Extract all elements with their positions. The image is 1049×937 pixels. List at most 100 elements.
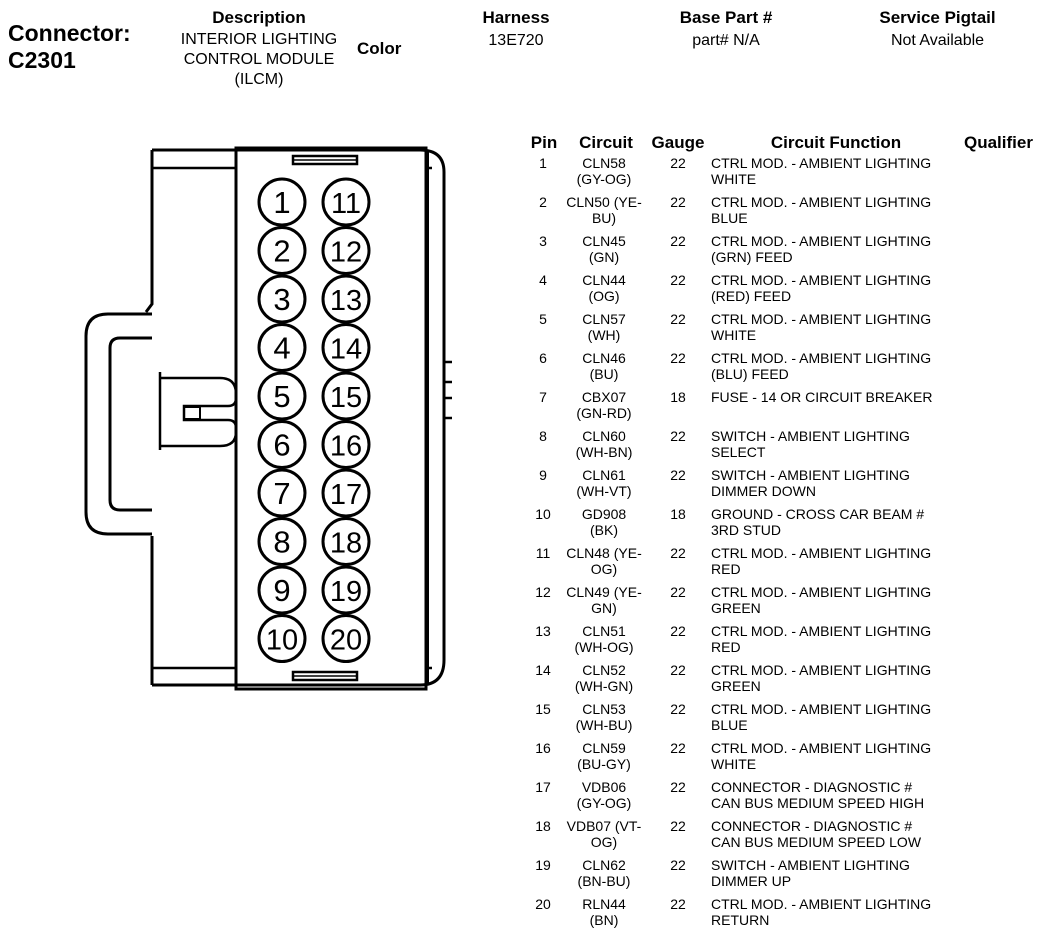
gauge-value: 22 [670,194,686,210]
function-cell: CONNECTOR - DIAGNOSTIC #CAN BUS MEDIUM S… [711,818,961,850]
function-line: CTRL MOD. - AMBIENT LIGHTING [711,584,932,600]
circuit-line: (WH-VT) [576,483,632,499]
latch-outer [84,312,152,536]
function-line: BLUE [711,210,748,226]
function-line: CTRL MOD. - AMBIENT LIGHTING [711,740,932,756]
circuit-line: BU) [591,210,617,226]
pin-cavity [257,371,307,421]
pin-cavity-label: 10 [266,625,298,657]
function-line: CTRL MOD. - AMBIENT LIGHTING [711,233,932,249]
pin-cavity [257,420,307,469]
circuit-cell: CLN51(WH-OG) [558,623,650,655]
pin-cell: 11 [528,545,558,561]
function-line: GREEN [711,600,761,616]
circuit-line: CLN60 [582,428,626,444]
pin-number: 10 [535,506,551,522]
gauge-cell: 22 [648,818,708,834]
pin-number: 7 [539,389,547,405]
gauge-value: 22 [670,584,686,600]
function-line: RED [711,561,741,577]
function-cell: GROUND - CROSS CAR BEAM #3RD STUD [711,506,961,538]
circuit-cell: CLN57(WH) [558,311,650,343]
circuit-line: (BN-BU) [577,873,631,889]
gauge-value: 22 [670,311,686,327]
latch-lever-shape [160,376,238,448]
pin-cavity-label: 5 [273,379,290,414]
pin-cavity-label: 6 [273,428,290,463]
pin-table: Pin Circuit Gauge Circuit Function Quali… [528,133,1044,935]
table-header: Pin Circuit Gauge Circuit Function Quali… [528,133,1044,155]
pin-number: 6 [539,350,547,366]
pin-cavity [321,371,371,421]
pin-cavity-label: 11 [331,188,361,220]
pin-cavity-label: 3 [273,282,290,317]
function-line: DIMMER UP [711,873,792,889]
pin-cavity [321,565,371,615]
function-cell: FUSE - 14 OR CIRCUIT BREAKER [711,389,961,405]
function-line: CTRL MOD. - AMBIENT LIGHTING [711,272,932,288]
pin-cell: 15 [528,701,558,717]
pin-cavity [257,226,307,275]
function-line: SWITCH - AMBIENT LIGHTING [711,428,910,444]
gauge-value: 22 [670,662,686,678]
gauge-value: 22 [670,350,686,366]
description-block: Description INTERIOR LIGHTING CONTROL MO… [152,8,366,90]
pin-cavity [321,226,371,275]
pin-cavity-label: 15 [330,382,362,414]
function-line: CTRL MOD. - AMBIENT LIGHTING [711,623,932,639]
circuit-line: GN) [591,600,617,616]
pin-cavity [257,274,307,324]
circuit-cell: CLN60(WH-BN) [558,428,650,460]
gauge-value: 22 [670,623,686,639]
function-line: CONNECTOR - DIAGNOSTIC # [711,818,913,834]
pin-cavity-label: 12 [330,237,362,269]
circuit-line: CBX07 [581,389,627,405]
pin-cavity-label: 13 [330,285,362,317]
gauge-cell: 22 [648,155,708,171]
gauge-cell: 22 [648,584,708,600]
pin-cavity-label: 9 [273,573,290,608]
circuit-cell: CLN61(WH-VT) [558,467,650,499]
pin-number: 14 [535,662,551,678]
gauge-value: 22 [670,857,686,873]
function-cell: CTRL MOD. - AMBIENT LIGHTING(BLU) FEED [711,350,961,382]
pin-cell: 4 [528,272,558,288]
function-line: WHITE [711,171,757,187]
pin-cavity [257,177,307,227]
function-line: SWITCH - AMBIENT LIGHTING [711,857,910,873]
pin-cavity [321,614,371,663]
circuit-cell: VDB07 (VT-OG) [558,818,650,850]
pin-cavity-label: 18 [330,528,362,560]
gauge-cell: 22 [648,857,708,873]
circuit-line: VDB06 [581,779,627,795]
header-gauge: Gauge [651,133,705,152]
gauge-cell: 22 [648,662,708,678]
circuit-line: OG) [590,834,618,850]
pin-cell: 17 [528,779,558,795]
circuit-line: GD908 [581,506,627,522]
header-circuit: Circuit [579,133,633,152]
circuit-line: CLN53 [582,701,626,717]
circuit-line: (BK) [590,522,618,538]
circuit-cell: CLN50 (YE-BU) [558,194,650,226]
pin-cell: 14 [528,662,558,678]
pin-number: 16 [535,740,551,756]
function-cell: CTRL MOD. - AMBIENT LIGHTING(RED) FEED [711,272,961,304]
pin-cell: 16 [528,740,558,756]
circuit-cell: CLN53(WH-BU) [558,701,650,733]
pin-number: 9 [539,467,547,483]
pin-cell: 20 [528,896,558,912]
gauge-value: 22 [670,272,686,288]
circuit-line: CLN57 [582,311,626,327]
